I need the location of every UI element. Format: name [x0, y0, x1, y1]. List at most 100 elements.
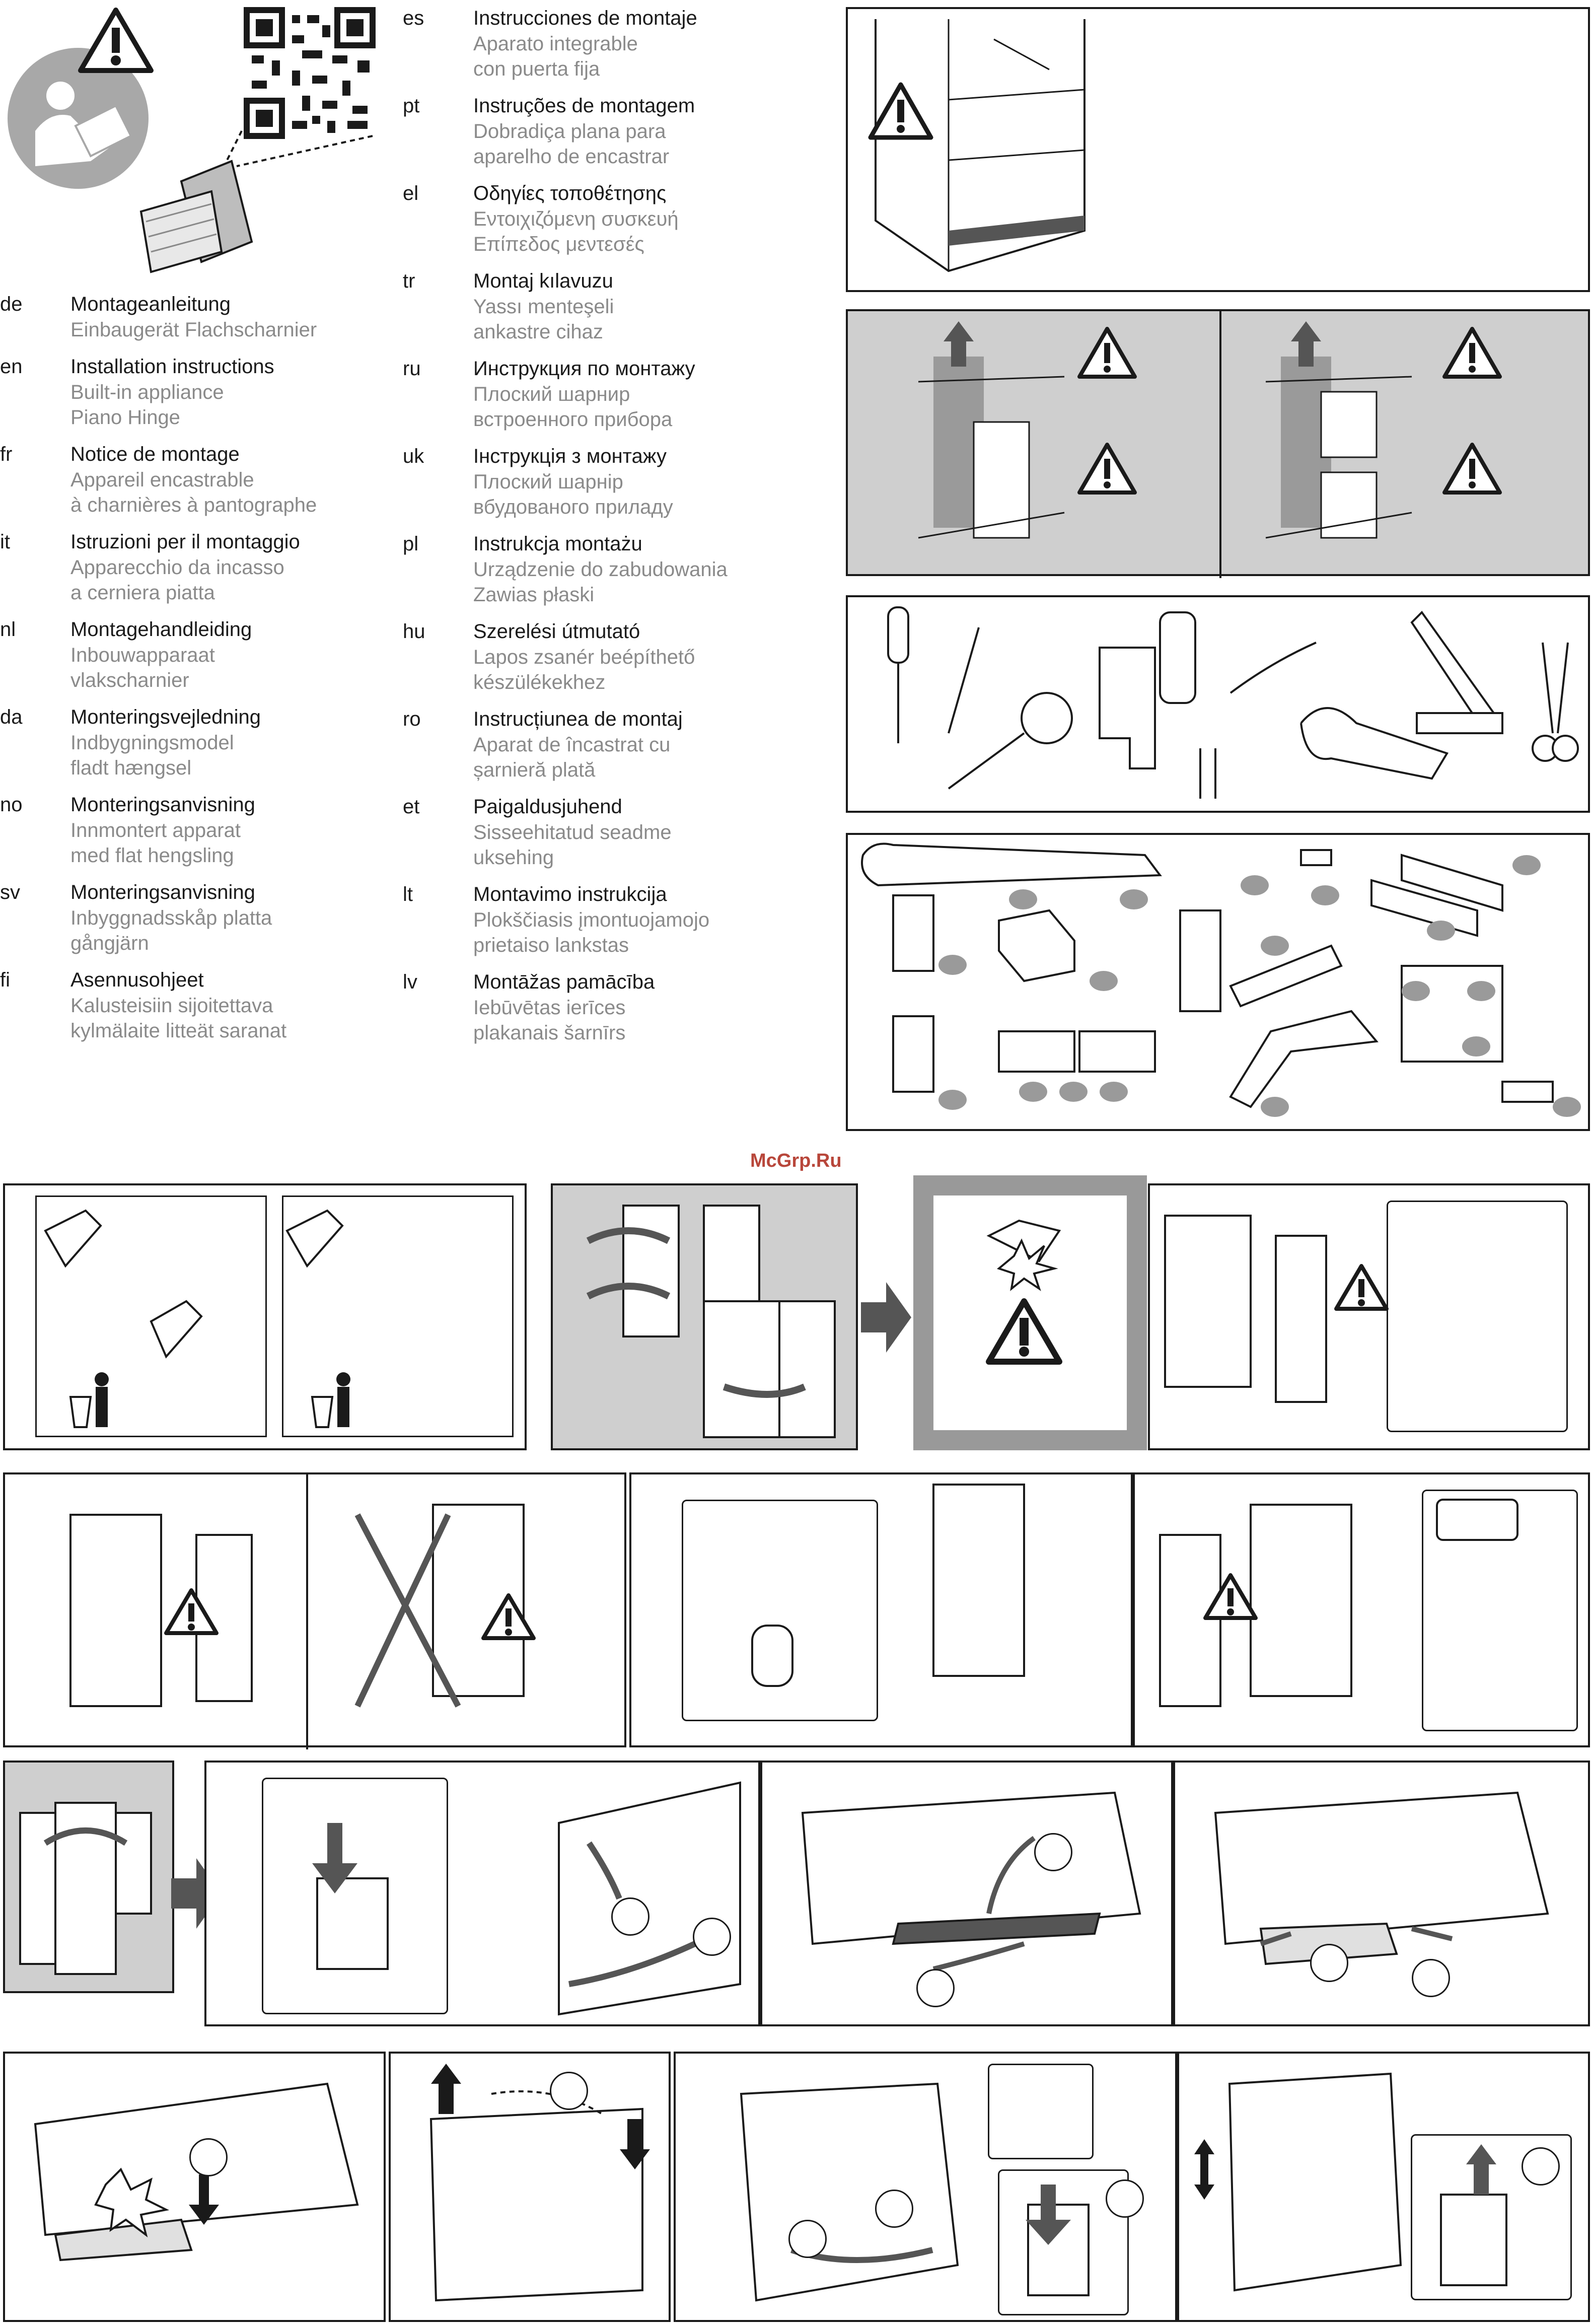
step-open-doors	[551, 1183, 858, 1450]
lang-title: Monteringsvejledning	[70, 706, 261, 728]
lang-subtitle: Inbouwapparaat	[70, 644, 215, 666]
lang-subtitle: șarnieră plată	[473, 759, 596, 781]
step-callout	[550, 2072, 588, 2110]
lang-subtitle: Плоский шарнір	[473, 471, 623, 493]
lang-title: Montagehandleiding	[70, 618, 252, 641]
part-marker	[1553, 1097, 1581, 1117]
lang-subtitle: Iebūvētas ierīces	[473, 997, 626, 1019]
step-check-hinges	[1148, 1183, 1590, 1450]
lang-subtitle: встроенного прибора	[473, 408, 673, 431]
part-marker	[1402, 981, 1430, 1001]
lang-subtitle: prietaiso lankstas	[473, 934, 629, 956]
lang-subtitle: Apparecchio da incasso	[70, 556, 284, 579]
niche-dimension-panel	[846, 7, 1590, 292]
part-marker	[1009, 889, 1037, 909]
lang-subtitle: Indbygningsmodel	[70, 732, 234, 754]
step-slide-bracket	[1173, 1760, 1590, 2026]
lang-code: lv	[403, 971, 417, 993]
lang-subtitle: fladt hængsel	[70, 757, 192, 779]
lang-title: Montāžas pamācība	[473, 971, 655, 993]
header-graphics	[0, 0, 383, 282]
lang-title: Monteringsanvisning	[70, 881, 255, 903]
lang-title: Instrucciones de montaje	[473, 7, 697, 29]
lang-subtitle: Piano Hinge	[70, 406, 180, 429]
lang-title: Montavimo instrukcija	[473, 883, 667, 905]
lang-code: ru	[403, 358, 421, 380]
lang-title: Instruções de montagem	[473, 95, 695, 117]
part-marker	[1241, 875, 1269, 895]
lang-code: el	[403, 182, 419, 204]
part-marker	[1261, 936, 1289, 956]
lang-code: ro	[403, 708, 421, 730]
lang-subtitle: Urządzenie do zabudowania	[473, 558, 728, 581]
next-step-arrow-icon	[861, 1282, 911, 1353]
step-detach-door-hinge	[204, 1760, 760, 2026]
tools-illustration	[887, 606, 1579, 799]
lang-code: fr	[0, 443, 13, 465]
lang-code: es	[403, 7, 424, 29]
lang-subtitle: Aparat de încastrat cu	[473, 734, 671, 756]
step-callout	[1522, 2147, 1560, 2186]
part-marker	[1462, 1036, 1490, 1057]
part-marker	[1512, 855, 1541, 875]
step-callout	[1412, 1959, 1450, 1997]
lang-subtitle: uksehing	[473, 847, 554, 869]
part-marker	[938, 1090, 967, 1110]
lang-subtitle: Yassı menteşeli	[473, 296, 614, 318]
step-callout	[693, 1918, 731, 1956]
part-marker	[1120, 889, 1148, 909]
part-marker	[1311, 885, 1339, 905]
part-marker	[1261, 1097, 1289, 1117]
lang-title: Инструкция по монтажу	[473, 358, 695, 380]
lang-title: Οδηγίες τοποθέτησης	[473, 182, 667, 204]
part-marker	[1090, 971, 1118, 991]
step-callout	[189, 2138, 228, 2176]
step-door-swing	[3, 1760, 174, 1993]
step-callout	[788, 2220, 827, 2258]
lang-subtitle: Плоский шарнир	[473, 383, 630, 405]
step-callout	[875, 2190, 913, 2228]
lang-code: lt	[403, 883, 413, 905]
part-marker	[1059, 1082, 1088, 1102]
warning-triangle-icon	[78, 8, 154, 73]
step-lift-door	[1177, 2052, 1590, 2322]
lang-subtitle: Built-in appliance	[70, 381, 224, 403]
step-adjust-hinge	[1133, 1472, 1590, 1747]
lang-subtitle: Εντοιχιζόμενη συσκευή	[473, 208, 679, 230]
lang-title: Monteringsanvisning	[70, 794, 255, 816]
step-flip-bracket	[760, 1760, 1173, 2026]
lang-title: Asennusohjeet	[70, 969, 204, 991]
lang-title: Montageanleitung	[70, 293, 231, 315]
lang-subtitle: plakanais šarnīrs	[473, 1022, 626, 1044]
step-click-bracket	[3, 2052, 386, 2322]
lang-subtitle: Dobradiça plana para	[473, 120, 666, 143]
read-manual-icon	[8, 48, 149, 189]
lang-title: Інструкція з монтажу	[473, 445, 667, 467]
lang-code: sv	[0, 881, 20, 903]
lang-title: Paigaldusjuhend	[473, 796, 622, 818]
lang-title: Szerelési útmutató	[473, 620, 640, 643]
lang-subtitle: aparelho de encastrar	[473, 146, 670, 168]
part-marker	[938, 955, 967, 975]
lang-title: Instrukcja montażu	[473, 533, 642, 555]
step-loosen-screws	[629, 1472, 1133, 1747]
lang-subtitle: con puerta fija	[473, 58, 600, 80]
tools-panel	[846, 595, 1590, 813]
lang-subtitle: gångjärn	[70, 932, 149, 954]
step-callout	[1034, 1833, 1072, 1871]
part-marker	[1427, 921, 1455, 941]
lang-subtitle: вбудованого приладу	[473, 496, 673, 518]
lang-code: nl	[0, 618, 16, 641]
lang-subtitle: Επίπεδος μεντεσές	[473, 233, 644, 255]
lang-subtitle: készülékekhez	[473, 671, 606, 693]
step-insert-pin	[389, 2052, 671, 2322]
lang-subtitle: med flat hengsling	[70, 844, 234, 867]
part-marker	[1100, 1082, 1128, 1102]
lang-title: Instrucțiunea de montaj	[473, 708, 683, 730]
lang-subtitle: Innmontert apparat	[70, 819, 241, 841]
lang-code: no	[0, 794, 23, 816]
lang-code: fi	[0, 969, 10, 991]
part-marker	[1467, 981, 1495, 1001]
lang-subtitle: Appareil encastrable	[70, 469, 254, 491]
qr-code-icon	[139, 7, 376, 273]
